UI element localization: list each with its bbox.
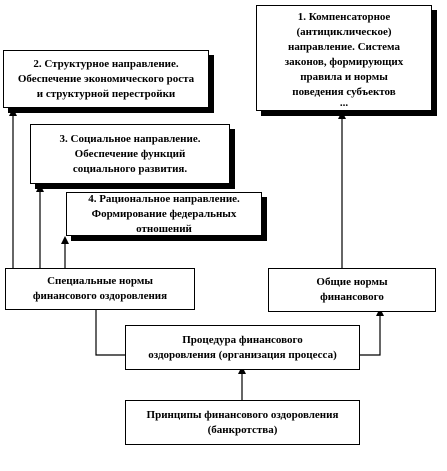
box-principles: Принципы финансового оздоровления (банкр… (125, 400, 360, 445)
box-special-norms: Специальные нормы финансового оздоровлен… (5, 268, 195, 310)
box1-line-3: направление. Система (288, 41, 400, 53)
general-line-1: Общие нормы (316, 276, 388, 288)
box3-line-2: Обеспечение функций (74, 147, 186, 160)
box-compensatory-direction: 1. Компенсаторное (антициклическое) напр… (256, 5, 432, 111)
box4-line-3: отношений (136, 222, 192, 235)
general-line-2: финансового (320, 291, 384, 303)
box1-line-1: 1. Компенсаторное (297, 11, 391, 23)
box-structural-direction: 2. Структурное направление. Обеспечение … (3, 50, 209, 108)
principles-line-2: (банкротства) (207, 423, 278, 436)
box-procedure: Процедура финансового оздоровления (орга… (125, 325, 360, 370)
procedure-line-1: Процедура финансового (182, 333, 303, 346)
special-line-1: Специальные нормы (47, 275, 153, 287)
box2-line-2: Обеспечение экономического роста (17, 72, 195, 85)
box2-line-3: и структурной перестройки (36, 87, 176, 100)
procedure-line-2: оздоровления (организация процесса) (148, 348, 337, 361)
box1-line-4: законов, формирующих (284, 56, 404, 68)
box-general-norms: Общие нормы финансового (268, 268, 436, 312)
box1-line-6: поведения субъектов (292, 86, 396, 98)
arrow-procedure-to-general (360, 308, 384, 356)
box-rational-direction: 4. Рациональное направление. Формировани… (66, 192, 262, 236)
arrow-procedure-to-special (92, 301, 125, 356)
box4-line-1: 4. Рациональное направление. (88, 192, 240, 205)
box1-line-7: ... (339, 97, 349, 109)
box4-line-2: Формирование федеральных (91, 207, 237, 220)
box3-line-1: 3. Социальное направление. (59, 132, 201, 145)
special-line-2: финансового оздоровления (32, 290, 168, 302)
box1-line-2: (антициклическое) (296, 26, 392, 38)
box3-line-3: социального развития. (72, 162, 188, 175)
principles-line-1: Принципы финансового оздоровления (146, 408, 339, 421)
box1-line-5: правила и нормы (300, 71, 388, 83)
box2-line-1: 2. Структурное направление. (33, 57, 179, 70)
box-social-direction: 3. Социальное направление. Обеспечение ф… (30, 124, 230, 184)
